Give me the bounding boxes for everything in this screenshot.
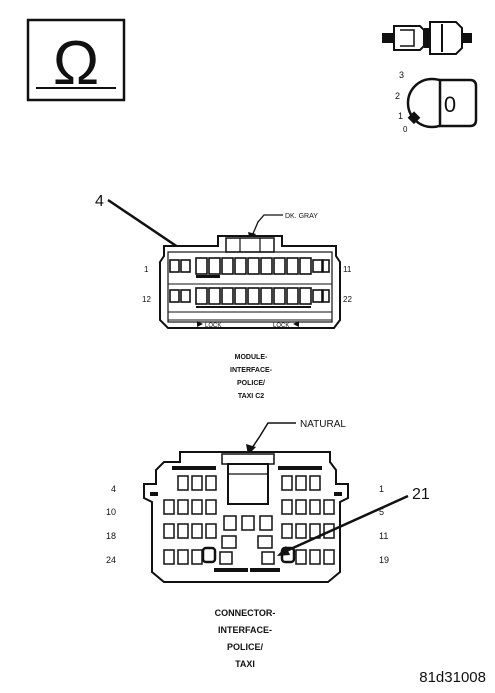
pin-number-19: 19: [379, 555, 389, 565]
bottom-connector-caption: CONNECTOR- INTERFACE- POLICE/ TAXI: [215, 608, 276, 669]
ohm-icon: Ω: [53, 29, 99, 98]
caption-line-3: POLICE/: [237, 380, 265, 387]
pin-number-1: 1: [379, 484, 384, 494]
pin-number-11: 11: [343, 265, 352, 274]
callout-pin-4: 4: [95, 193, 104, 210]
pin-number-18: 18: [106, 531, 116, 541]
pin-number-24: 24: [106, 555, 116, 565]
bottom-row-pins: [169, 287, 330, 308]
connector-plug-icon: [382, 21, 472, 55]
caption-line-1: MODULE-: [235, 354, 268, 361]
key-position-1: 1: [398, 111, 403, 121]
key-label: 0: [444, 92, 456, 117]
caption-line-3: POLICE/: [227, 642, 264, 652]
top-connector-caption: MODULE- INTERFACE- POLICE/ TAXI C2: [230, 354, 273, 400]
caption-line-1: CONNECTOR-: [215, 608, 276, 618]
pin-number-12: 12: [142, 295, 151, 304]
key-position-2: 2: [395, 91, 400, 101]
caption-line-2: INTERFACE-: [218, 625, 272, 635]
key-position-3: 3: [399, 70, 404, 80]
lock-label-right: LOCK: [273, 323, 289, 329]
ignition-key-icon: 3 2 1 0 0: [395, 70, 478, 134]
color-label-natural: NATURAL: [300, 419, 346, 430]
top-row-pins: [169, 257, 330, 278]
pin-number-22: 22: [343, 295, 352, 304]
pin-number-4: 4: [111, 484, 116, 494]
pin-number-11: 11: [379, 531, 388, 541]
left-pin-cavities: [163, 475, 217, 565]
key-position-0: 0: [403, 125, 408, 134]
bottom-connector: NATURAL: [106, 419, 430, 669]
caption-line-4: TAXI: [235, 659, 255, 669]
caption-line-2: INTERFACE-: [230, 367, 273, 374]
top-connector: 4 DK. GRAY: [95, 193, 352, 400]
ohmmeter-symbol: Ω: [26, 18, 126, 102]
color-label-dk-gray: DK. GRAY: [285, 213, 318, 220]
pin-number-10: 10: [106, 507, 116, 517]
callout-pin-21: 21: [412, 486, 430, 503]
pin-number-1: 1: [144, 265, 149, 274]
lock-label-left: LOCK: [205, 323, 221, 329]
figure-id: 81d31008: [419, 669, 486, 686]
pin-number-5: 5: [379, 507, 384, 517]
caption-line-4: TAXI C2: [238, 393, 264, 400]
